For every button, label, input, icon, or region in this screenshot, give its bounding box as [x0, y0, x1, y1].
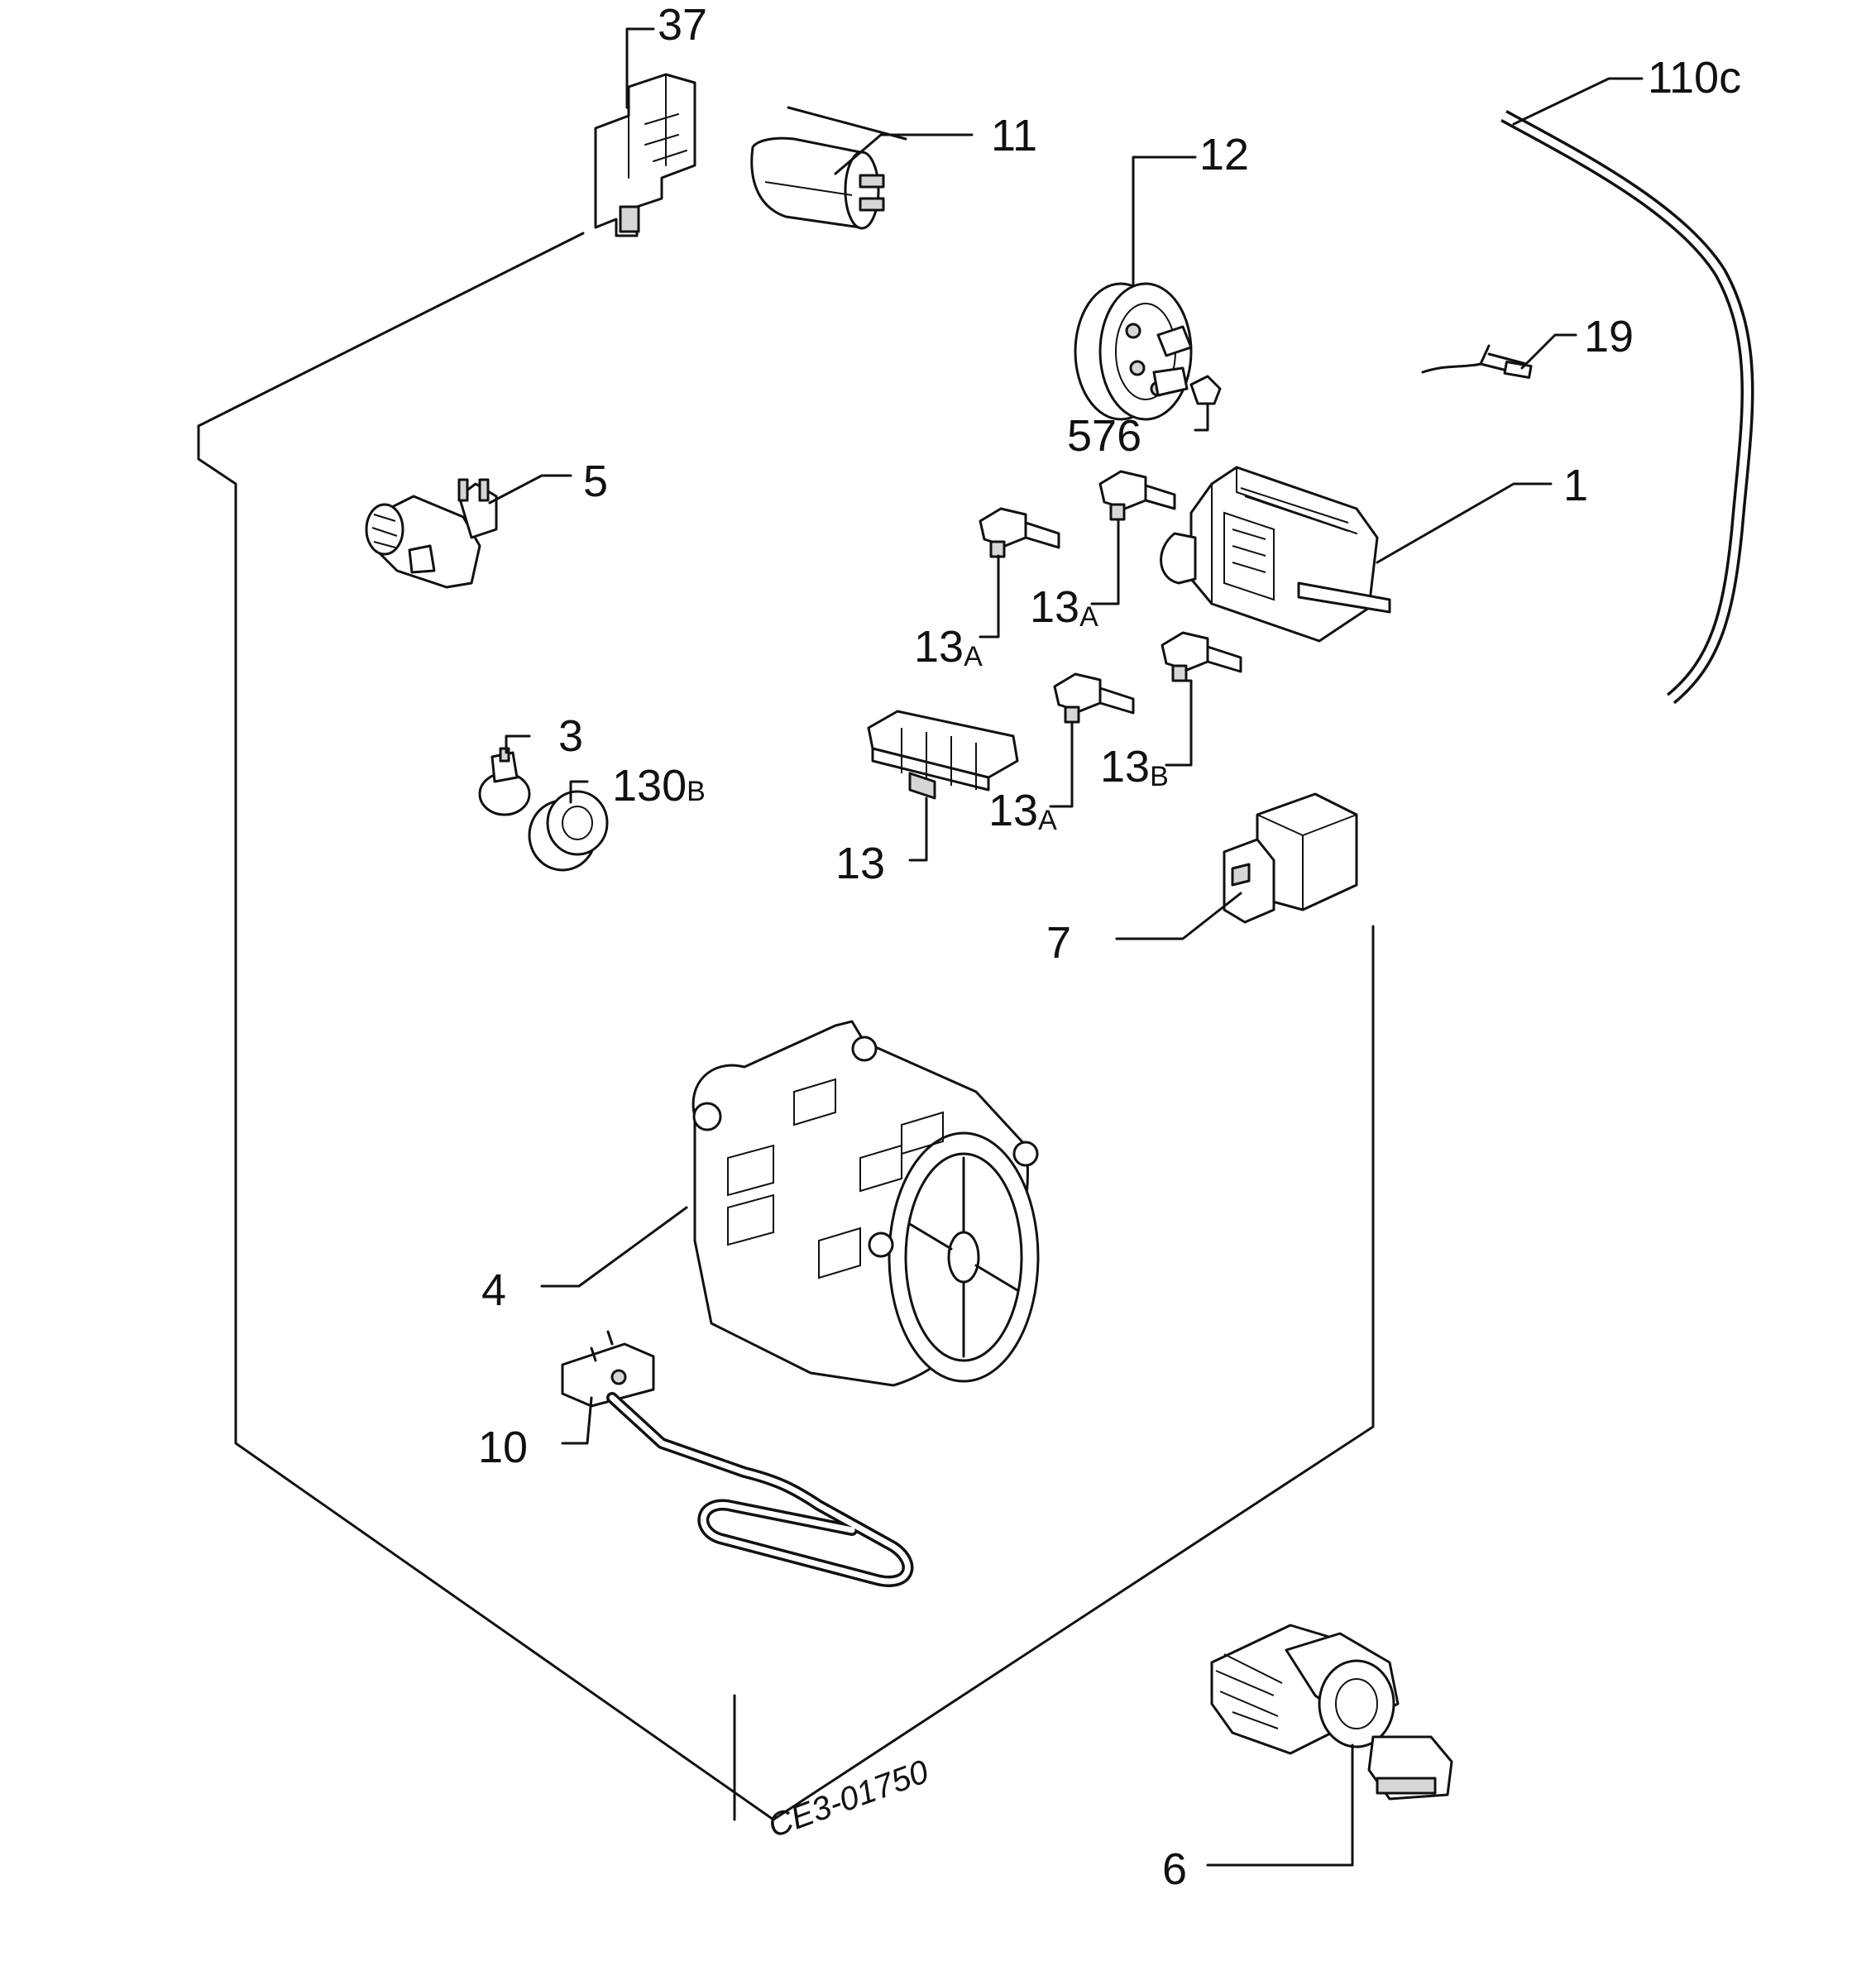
part-13-switch-block[interactable] [867, 710, 1019, 800]
part-130b-grommet[interactable] [528, 790, 609, 872]
label-110c: 110c [1648, 53, 1741, 103]
label-4: 4 [481, 1265, 506, 1315]
part-5-inlet-valve[interactable] [365, 478, 498, 589]
label-37: 37 [658, 0, 707, 50]
part-110c-hose[interactable] [1500, 109, 1754, 705]
part-37-switch-bracket[interactable] [594, 73, 696, 237]
part-13a-switch-1[interactable] [979, 507, 1060, 558]
label-5: 5 [583, 457, 608, 506]
label-13a-3: 13A [988, 786, 1057, 836]
label-13a-2: 13A [1030, 582, 1098, 633]
part-6-drain-pump[interactable] [1210, 1624, 1453, 1801]
part-7-door-lock[interactable] [1223, 792, 1358, 924]
label-13: 13 [835, 839, 885, 888]
part-576-nozzle[interactable] [1189, 375, 1222, 405]
cabinet-outline [197, 106, 1375, 1821]
part-13a-switch-3[interactable] [1053, 672, 1135, 724]
part-13b-switch[interactable] [1161, 631, 1242, 682]
label-3: 3 [558, 711, 583, 761]
label-130b: 130B [612, 761, 706, 811]
label-11: 11 [991, 111, 1037, 160]
part-13a-switch-2[interactable] [1098, 470, 1176, 521]
label-7: 7 [1046, 918, 1071, 968]
part-labels: 37 11 110c 12 19 576 5 1 13A 13A 13A 13B… [478, 0, 1741, 1894]
label-576: 576 [1067, 411, 1141, 461]
drawing-code: CE3-01750 [763, 1753, 933, 1845]
leader-lines [488, 27, 1644, 1867]
part-3-sensor[interactable] [478, 747, 531, 816]
label-13b: 13B [1100, 742, 1169, 792]
label-1: 1 [1563, 461, 1588, 510]
part-19-clip[interactable] [1421, 344, 1533, 379]
part-10-heating-element[interactable] [561, 1330, 914, 1587]
label-19: 19 [1584, 312, 1634, 361]
label-13a-1: 13A [914, 622, 983, 672]
label-12: 12 [1199, 130, 1249, 179]
part-12-pressure-switch[interactable] [1074, 282, 1193, 421]
part-11-capacitor[interactable] [750, 136, 885, 230]
part-1-timer-programmer[interactable] [1160, 466, 1391, 643]
label-10: 10 [478, 1423, 528, 1472]
part-4-motor[interactable] [692, 1020, 1040, 1387]
label-6: 6 [1162, 1844, 1187, 1894]
